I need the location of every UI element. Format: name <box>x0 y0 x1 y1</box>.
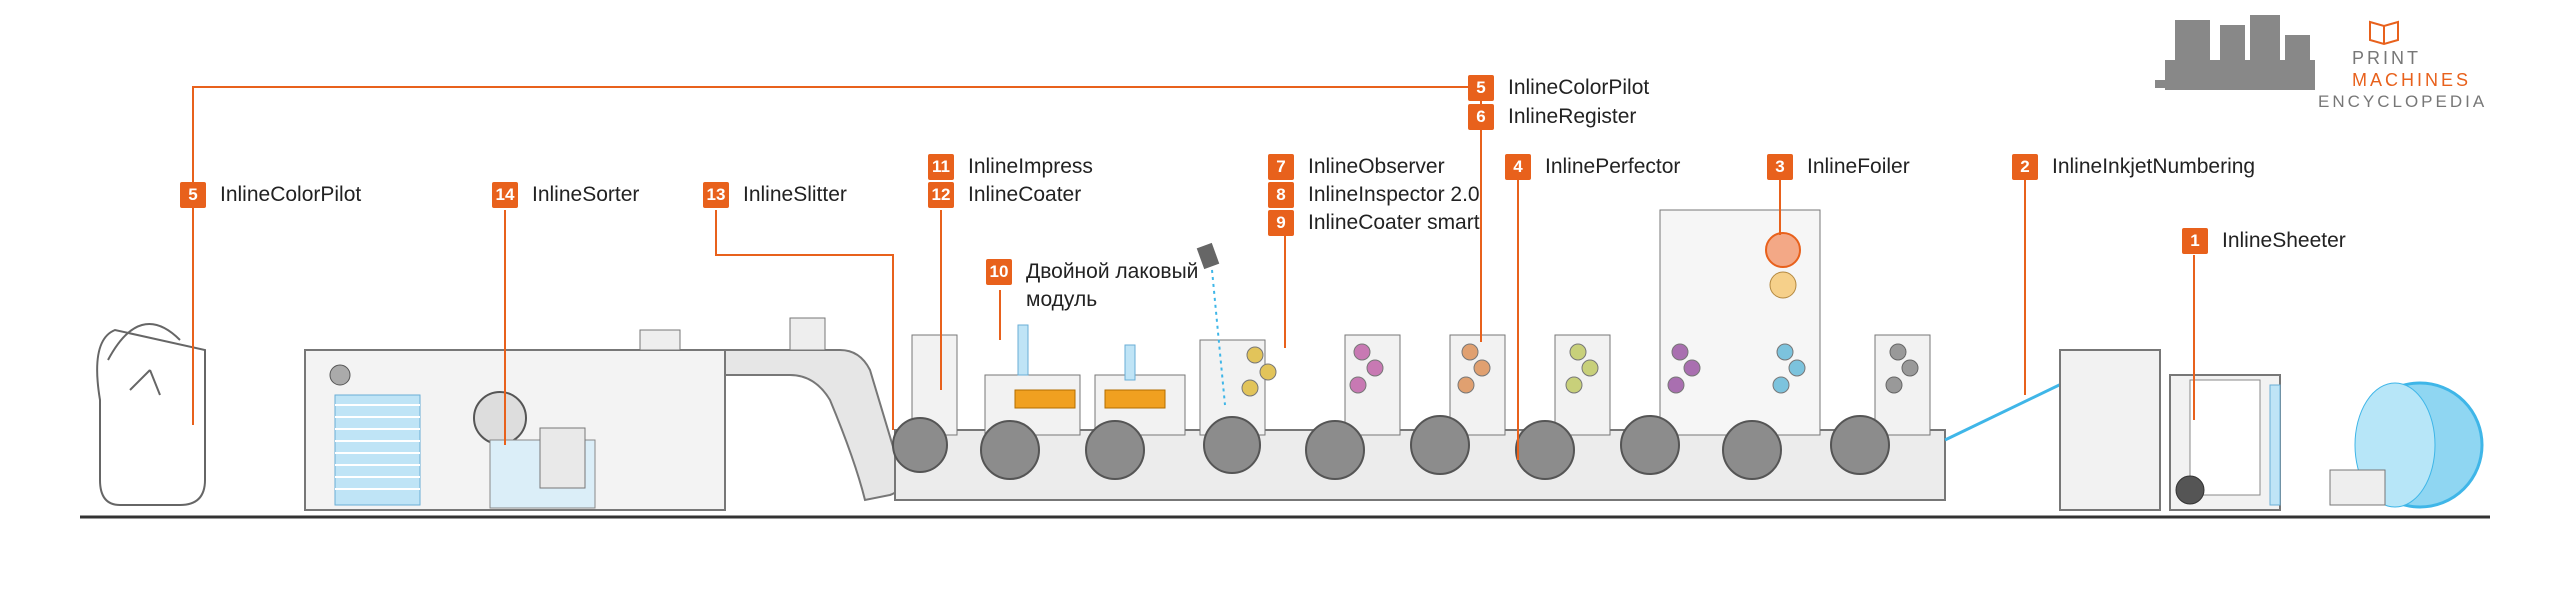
sheeter-unit <box>1944 349 2484 511</box>
callout-number: 1 <box>2182 228 2208 254</box>
logo-line-2: MACHINES <box>2352 70 2472 90</box>
callout-inline-impress: 11 InlineImpress <box>928 154 1093 180</box>
callout-number: 3 <box>1767 154 1793 180</box>
callout-inline-inkjet-numbering: 2 InlineInkjetNumbering <box>2012 154 2255 180</box>
callout-number: 5 <box>180 182 206 208</box>
logo-machine-icon <box>2155 15 2315 90</box>
callout-number: 14 <box>492 182 518 208</box>
callout-text: Двойной лаковый модуль <box>1026 260 1199 311</box>
callout-number: 8 <box>1268 182 1294 208</box>
callout-text: InlineSheeter <box>2222 229 2346 252</box>
logo-line-1: PRINT <box>2352 48 2421 68</box>
callout-number: 2 <box>2012 154 2038 180</box>
callout-inline-inspector: 8 InlineInspector 2.0 <box>1268 182 1480 208</box>
callout-text: InlineRegister <box>1508 105 1637 128</box>
callout-text: InlineInspector 2.0 <box>1308 183 1480 206</box>
sorter-unit <box>304 349 726 511</box>
callout-inline-color-pilot-left: 5 InlineColorPilot <box>180 182 361 208</box>
callout-inline-register: 6 InlineRegister <box>1468 104 1636 130</box>
callout-number: 7 <box>1268 154 1294 180</box>
callout-inline-coater: 12 InlineCoater <box>928 182 1081 208</box>
callout-text: InlineCoater smart <box>1308 211 1480 234</box>
callout-text: InlineSorter <box>532 183 640 206</box>
callout-text: InlineInkjetNumbering <box>2052 155 2256 178</box>
callout-number: 10 <box>986 259 1012 285</box>
callout-number: 9 <box>1268 210 1294 236</box>
conveyor-ramp <box>639 317 903 502</box>
callout-inline-foiler: 3 InlineFoiler <box>1767 154 1910 180</box>
callout-number: 12 <box>928 182 954 208</box>
callout-inline-observer: 7 InlineObserver <box>1268 154 1445 180</box>
printing-units <box>892 209 1946 501</box>
callout-inline-color-pilot-top: 5 InlineColorPilot <box>1468 75 1649 101</box>
callout-inline-sheeter: 1 InlineSheeter <box>2182 228 2346 254</box>
delivery-pile-unit <box>96 323 206 506</box>
callout-number: 13 <box>703 182 729 208</box>
logo-line-3: ENCYCLOPEDIA <box>2318 92 2488 111</box>
callout-text: InlineFoiler <box>1807 155 1910 178</box>
callout-inline-slitter: 13 InlineSlitter <box>703 182 847 208</box>
callout-inline-perfector: 4 InlinePerfector <box>1505 154 1680 180</box>
callout-number: 4 <box>1505 154 1531 180</box>
callout-number: 5 <box>1468 75 1494 101</box>
callout-text: InlineObserver <box>1308 155 1445 178</box>
logo-book-icon <box>2369 20 2399 46</box>
callout-text: InlinePerfector <box>1545 155 1681 178</box>
callout-text: InlineColorPilot <box>1508 76 1650 99</box>
callout-leader-lines <box>192 86 2195 460</box>
callout-double-coater-module: 10 Двойной лаковый модуль <box>986 258 1198 314</box>
callout-text: InlineColorPilot <box>220 183 362 206</box>
callout-inline-coater-smart: 9 InlineCoater smart <box>1268 210 1480 236</box>
callout-inline-sorter: 14 InlineSorter <box>492 182 639 208</box>
callout-number: 11 <box>928 154 954 180</box>
callout-number: 6 <box>1468 104 1494 130</box>
callout-text: InlineSlitter <box>743 183 847 206</box>
callout-text: InlineImpress <box>968 155 1093 178</box>
callout-text: InlineCoater <box>968 183 1082 206</box>
